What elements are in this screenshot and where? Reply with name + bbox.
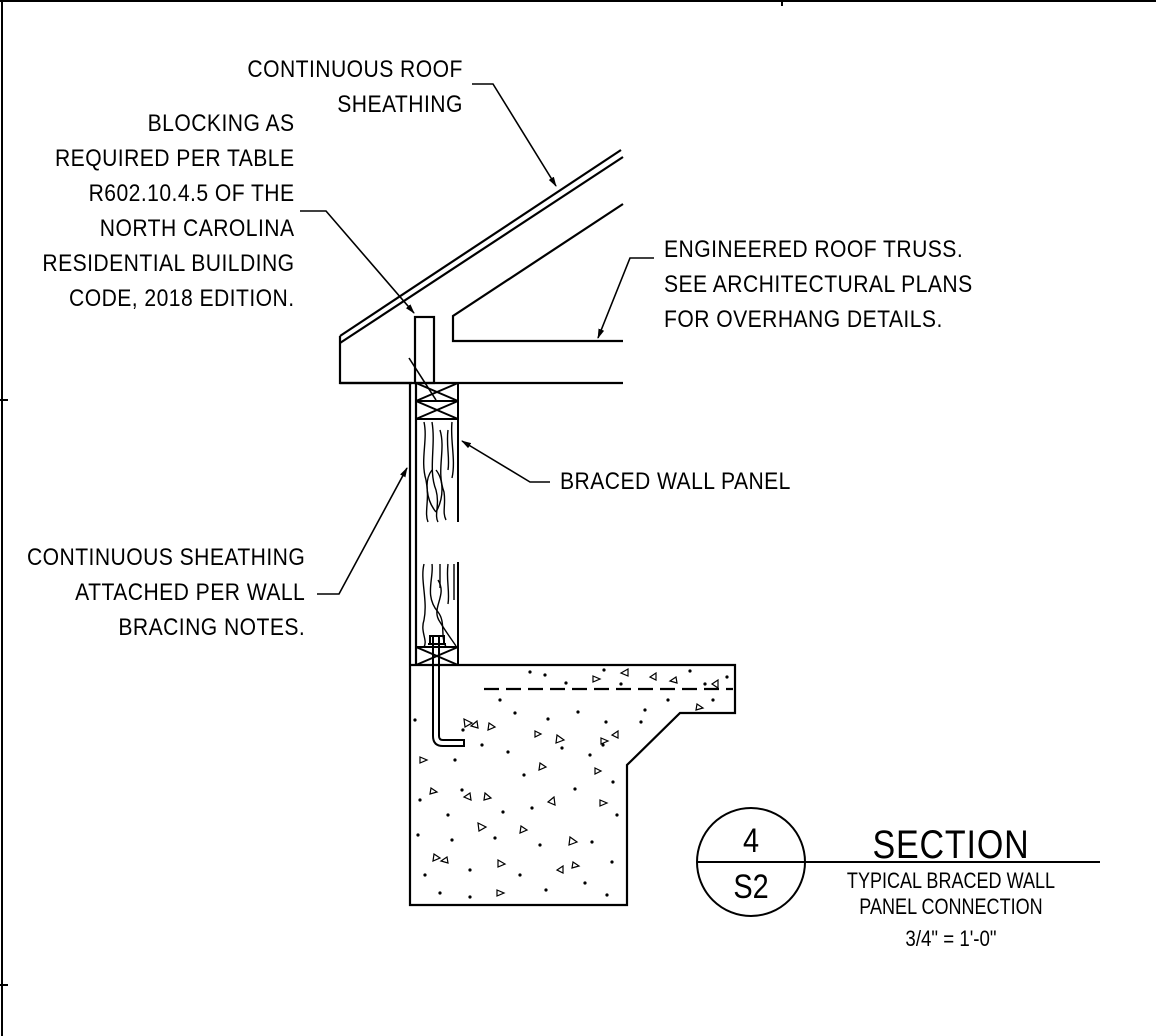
callout-line: BRACING NOTES. bbox=[118, 614, 305, 641]
concrete-hatch bbox=[413, 667, 729, 899]
leader-blocking-2 bbox=[408, 357, 437, 401]
callout-line: RESIDENTIAL BUILDING bbox=[42, 250, 295, 277]
foundation bbox=[408, 663, 737, 907]
section-subtitle-line-2: PANEL CONNECTION bbox=[859, 895, 1042, 919]
callout-line: NORTH CAROLINA bbox=[100, 215, 295, 242]
roof-truss bbox=[340, 203, 624, 385]
callout-roof-sheathing: CONTINUOUS ROOF SHEATHING bbox=[248, 52, 463, 122]
bottom-plate bbox=[415, 646, 459, 666]
leaders bbox=[300, 83, 654, 595]
callout-truss: ENGINEERED ROOF TRUSS. SEE ARCHITECTURAL… bbox=[664, 232, 973, 337]
overhang-fascia bbox=[338, 336, 412, 385]
callout-line: SHEATHING bbox=[337, 91, 463, 118]
callout-line: ENGINEERED ROOF TRUSS. bbox=[664, 236, 964, 263]
callout-line: ATTACHED PER WALL bbox=[74, 579, 305, 606]
top-plates bbox=[415, 382, 459, 420]
leader-wall-sheathing bbox=[317, 467, 408, 595]
leader-blocking bbox=[300, 210, 415, 314]
callout-line: CODE, 2018 EDITION. bbox=[69, 285, 296, 312]
callout-line: SEE ARCHITECTURAL PLANS bbox=[664, 271, 973, 298]
callout-line: REQUIRED PER TABLE bbox=[55, 145, 295, 172]
callout-line: CONTINUOUS ROOF bbox=[247, 56, 463, 83]
leader-braced-panel bbox=[461, 440, 550, 483]
callout-line: BLOCKING AS bbox=[148, 110, 295, 137]
leader-truss bbox=[597, 257, 654, 339]
callout-wall-sheathing: CONTINUOUS SHEATHING ATTACHED PER WALL B… bbox=[27, 540, 305, 645]
callout-line: FOR OVERHANG DETAILS. bbox=[664, 306, 943, 333]
section-subtitle-line-1: TYPICAL BRACED WALL bbox=[847, 869, 1055, 893]
anchor-bolt bbox=[428, 635, 465, 747]
leader-roof-sheathing bbox=[472, 83, 557, 187]
callout-line: BRACED WALL PANEL bbox=[560, 468, 791, 495]
callout-blocking: BLOCKING AS REQUIRED PER TABLE R602.10.4… bbox=[43, 106, 295, 316]
section-scale: 3/4" = 1'-0" bbox=[905, 928, 996, 952]
roof-sheathing bbox=[339, 149, 624, 344]
callout-line: CONTINUOUS SHEATHING bbox=[26, 544, 305, 571]
callout-line: R602.10.4.5 OF THE bbox=[89, 180, 295, 207]
section-heading: SECTION bbox=[872, 821, 1029, 866]
wall-stud bbox=[415, 419, 459, 648]
section-sheet: S2 bbox=[733, 867, 768, 906]
section-number: 4 bbox=[743, 821, 759, 860]
callout-braced-panel: BRACED WALL PANEL bbox=[560, 464, 791, 499]
section-marker bbox=[696, 807, 1100, 917]
